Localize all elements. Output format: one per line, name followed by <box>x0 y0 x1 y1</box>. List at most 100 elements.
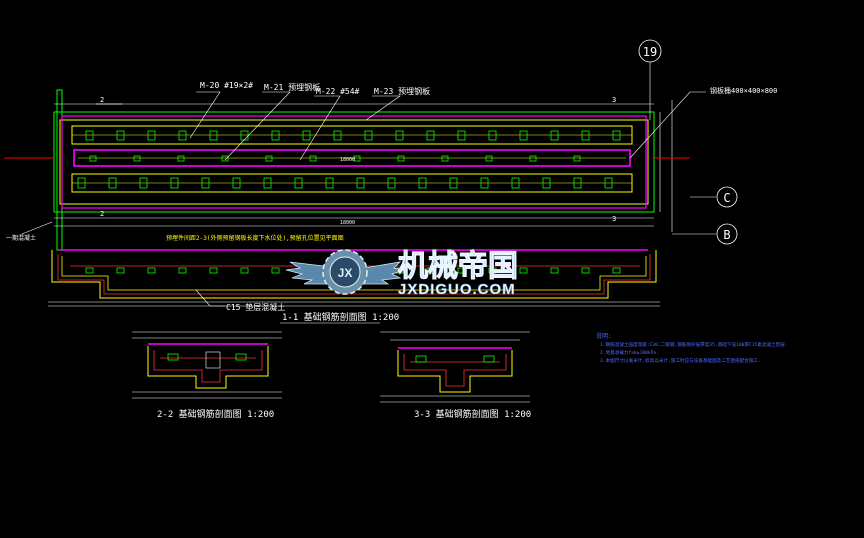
embed-plate <box>85 130 94 141</box>
embed-plate <box>573 155 581 162</box>
embed-plate <box>178 130 187 141</box>
plan-inner-outline <box>59 119 649 205</box>
watermark-badge: JX <box>338 266 353 280</box>
plan-view: 2 2 3 3 18000 一期混凝土 <box>4 89 690 251</box>
embed-plate <box>612 267 621 274</box>
grid-bubble-19: 19 <box>638 39 662 120</box>
plan-embed-plates-mid <box>89 155 581 162</box>
watermark-en: JXDIGUO.COM <box>398 281 516 298</box>
embed-plate <box>364 130 373 141</box>
embed-plate <box>139 177 148 189</box>
svg-text:C: C <box>723 191 730 205</box>
section-mark-3-bottom: 3 <box>612 215 616 223</box>
plan-embed-plates-upper <box>85 130 621 141</box>
embed-plate <box>221 155 229 162</box>
embed-plate <box>612 130 621 141</box>
section-mark-3-top: 3 <box>612 96 616 104</box>
embed-plate <box>201 177 210 189</box>
watermark-logo: JX 机械帝国 JXDIGUO.COM <box>285 249 519 298</box>
embed-plate <box>550 267 559 274</box>
embed-plate <box>325 177 334 189</box>
left-note: 一期混凝土 <box>6 234 36 242</box>
section-mark-2-bottom: 2 <box>100 210 104 218</box>
label-m21: M-21 预埋钢板 <box>264 82 320 92</box>
label-m23: M-23 预埋钢板 <box>374 86 430 96</box>
embed-plate <box>457 130 466 141</box>
embed-plate <box>418 177 427 189</box>
notes-line3: 3.本图尺寸以毫米计,标高以米计,施工时应与设备基础图及工艺图纸配合施工. <box>600 357 761 364</box>
grid-bubble-c: C <box>690 186 738 208</box>
embed-plate <box>457 267 466 274</box>
embed-plate <box>89 155 97 162</box>
embed-plate <box>116 267 125 274</box>
embed-plate <box>449 177 458 189</box>
plan-leaders <box>189 91 706 161</box>
watermark-cn: 机械帝国 <box>398 249 518 284</box>
label-c15: C15 垫层混凝土 <box>226 302 285 312</box>
embed-plate <box>240 130 249 141</box>
embed-plate <box>356 177 365 189</box>
embed-plate <box>488 267 497 274</box>
section-mark-2-top: 2 <box>100 96 104 104</box>
embed-plate <box>550 130 559 141</box>
plan-embed-plates-lower <box>77 177 613 189</box>
label-m22: M-22 #54# <box>316 87 360 96</box>
embed-plate <box>542 177 551 189</box>
embed-plate <box>265 155 273 162</box>
general-notes: 说明: 1.钢筋混凝土强度等级:C30,二级钢,钢筋保护层厚度35,基础下设10… <box>596 332 788 364</box>
embed-plate <box>397 155 405 162</box>
plan-magenta-frame <box>61 115 647 209</box>
embed-plate <box>426 130 435 141</box>
embed-plate <box>333 130 342 141</box>
dim-mid: 18000 <box>340 220 355 226</box>
embed-plate <box>178 267 187 274</box>
embed-plate <box>519 267 528 274</box>
embed-plate <box>488 130 497 141</box>
embed-plate <box>480 177 489 189</box>
embed-plate <box>302 130 311 141</box>
embed-plate <box>485 155 493 162</box>
section-3-3: 3-3 基础钢筋剖面图 1:200 <box>380 331 531 420</box>
embed-plate <box>85 267 94 274</box>
embed-plate <box>573 177 582 189</box>
embed-plate <box>441 155 449 162</box>
embed-plate <box>177 155 185 162</box>
embed-plate <box>77 177 86 189</box>
embed-plate <box>108 177 117 189</box>
note-red: 预埋件间距2-3(外侧预留钢板长度下水位处),预留孔位置见平面图 <box>166 234 344 242</box>
embed-plate <box>353 155 361 162</box>
title-section-1-1: 1-1 基础钢筋剖面图 1:200 <box>282 311 399 323</box>
notes-line1: 1.钢筋混凝土强度等级:C30,二级钢,钢筋保护层厚度35,基础下设100厚C1… <box>600 341 788 348</box>
notes-heading: 说明: <box>596 332 612 340</box>
grid-bubble-b: B <box>672 223 738 245</box>
svg-text:19: 19 <box>643 45 657 59</box>
section-2-2: 2-2 基础钢筋剖面图 1:200 <box>132 331 282 420</box>
embed-plate <box>209 267 218 274</box>
svg-text:B: B <box>723 228 730 242</box>
embed-plate <box>133 155 141 162</box>
embed-plate <box>170 177 179 189</box>
embed-plate <box>529 155 537 162</box>
embed-plate <box>147 267 156 274</box>
embed-plate <box>511 177 520 189</box>
embed-plate <box>294 177 303 189</box>
notes-line2: 2.地基承载力fak≥180kPa. <box>600 349 659 356</box>
embed-plate <box>581 267 590 274</box>
embed-plate <box>604 177 613 189</box>
embed-plate <box>209 130 218 141</box>
embed-plate <box>426 267 435 274</box>
embed-plate <box>395 130 404 141</box>
embed-plate <box>581 130 590 141</box>
embed-plate <box>271 267 280 274</box>
embed-plate <box>147 130 156 141</box>
plan-outer-wall <box>53 111 655 213</box>
embed-plate <box>519 130 528 141</box>
embed-plate <box>387 177 396 189</box>
embed-plate <box>116 130 125 141</box>
embed-plate <box>309 155 317 162</box>
label-m20: M-20 #19×2# <box>200 81 253 90</box>
embed-plate <box>271 130 280 141</box>
embed-plate <box>240 267 249 274</box>
embed-plate <box>232 177 241 189</box>
